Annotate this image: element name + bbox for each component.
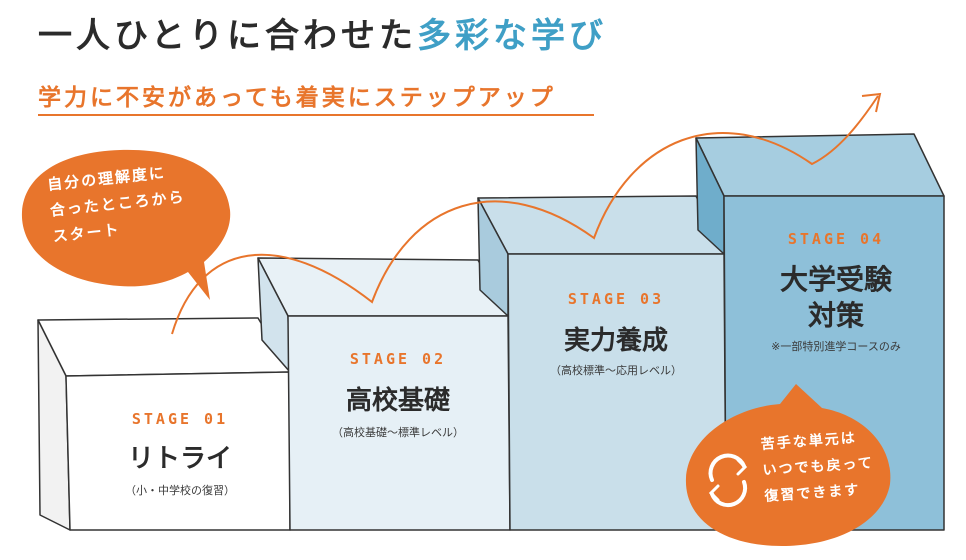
stage4-block-top (695, 133, 945, 197)
page-title: 一人ひとりに合わせた多彩な学び (38, 8, 607, 57)
progress-arrow-head (861, 92, 882, 113)
stage1-block-top (37, 317, 291, 377)
stage2-label: STAGE 02 (349, 350, 447, 368)
refresh-icon (708, 453, 748, 508)
left-bubble-text: 自分の理解度に 合ったところから スタート (46, 158, 189, 250)
stage1-name: リトライ (127, 444, 232, 474)
stage1-label: STAGE 01 (131, 410, 229, 428)
stage4-note: ※一部特別進学コースのみ (771, 340, 901, 353)
stage2-note: （高校基礎〜標準レベル） (332, 426, 464, 439)
stage2-block-top (257, 257, 509, 317)
stage1-note: （小・中学校の復習） (125, 484, 235, 497)
stage3-label: STAGE 03 (567, 290, 665, 308)
progress-arrow (171, 95, 879, 335)
right-speech-bubble (685, 384, 891, 546)
stage2-block-front (287, 315, 511, 531)
stage4-name-line: 対策 (807, 299, 864, 332)
stage3-block-top (477, 195, 725, 255)
stage4-label: STAGE 04 (787, 230, 885, 248)
right-bubble-text: 苦手な単元は いつでも戻って 復習できます (760, 424, 876, 510)
stage3-name: 実力養成 (563, 326, 668, 356)
stage4-name: 大学受験 対策 (736, 262, 936, 334)
stage2-name: 高校基礎 (345, 386, 450, 416)
stage3-note: （高校標準〜応用レベル） (550, 364, 682, 377)
title-main: 一人ひとりに合わせた (38, 16, 417, 56)
stage4-name-line: 大学受験 (779, 263, 892, 296)
page-subtitle: 学力に不安があっても着実にステップアップ (38, 85, 556, 111)
left-speech-bubble (21, 149, 231, 300)
title-accent: 多彩な学び (416, 16, 607, 56)
subtitle-underline (38, 114, 594, 116)
